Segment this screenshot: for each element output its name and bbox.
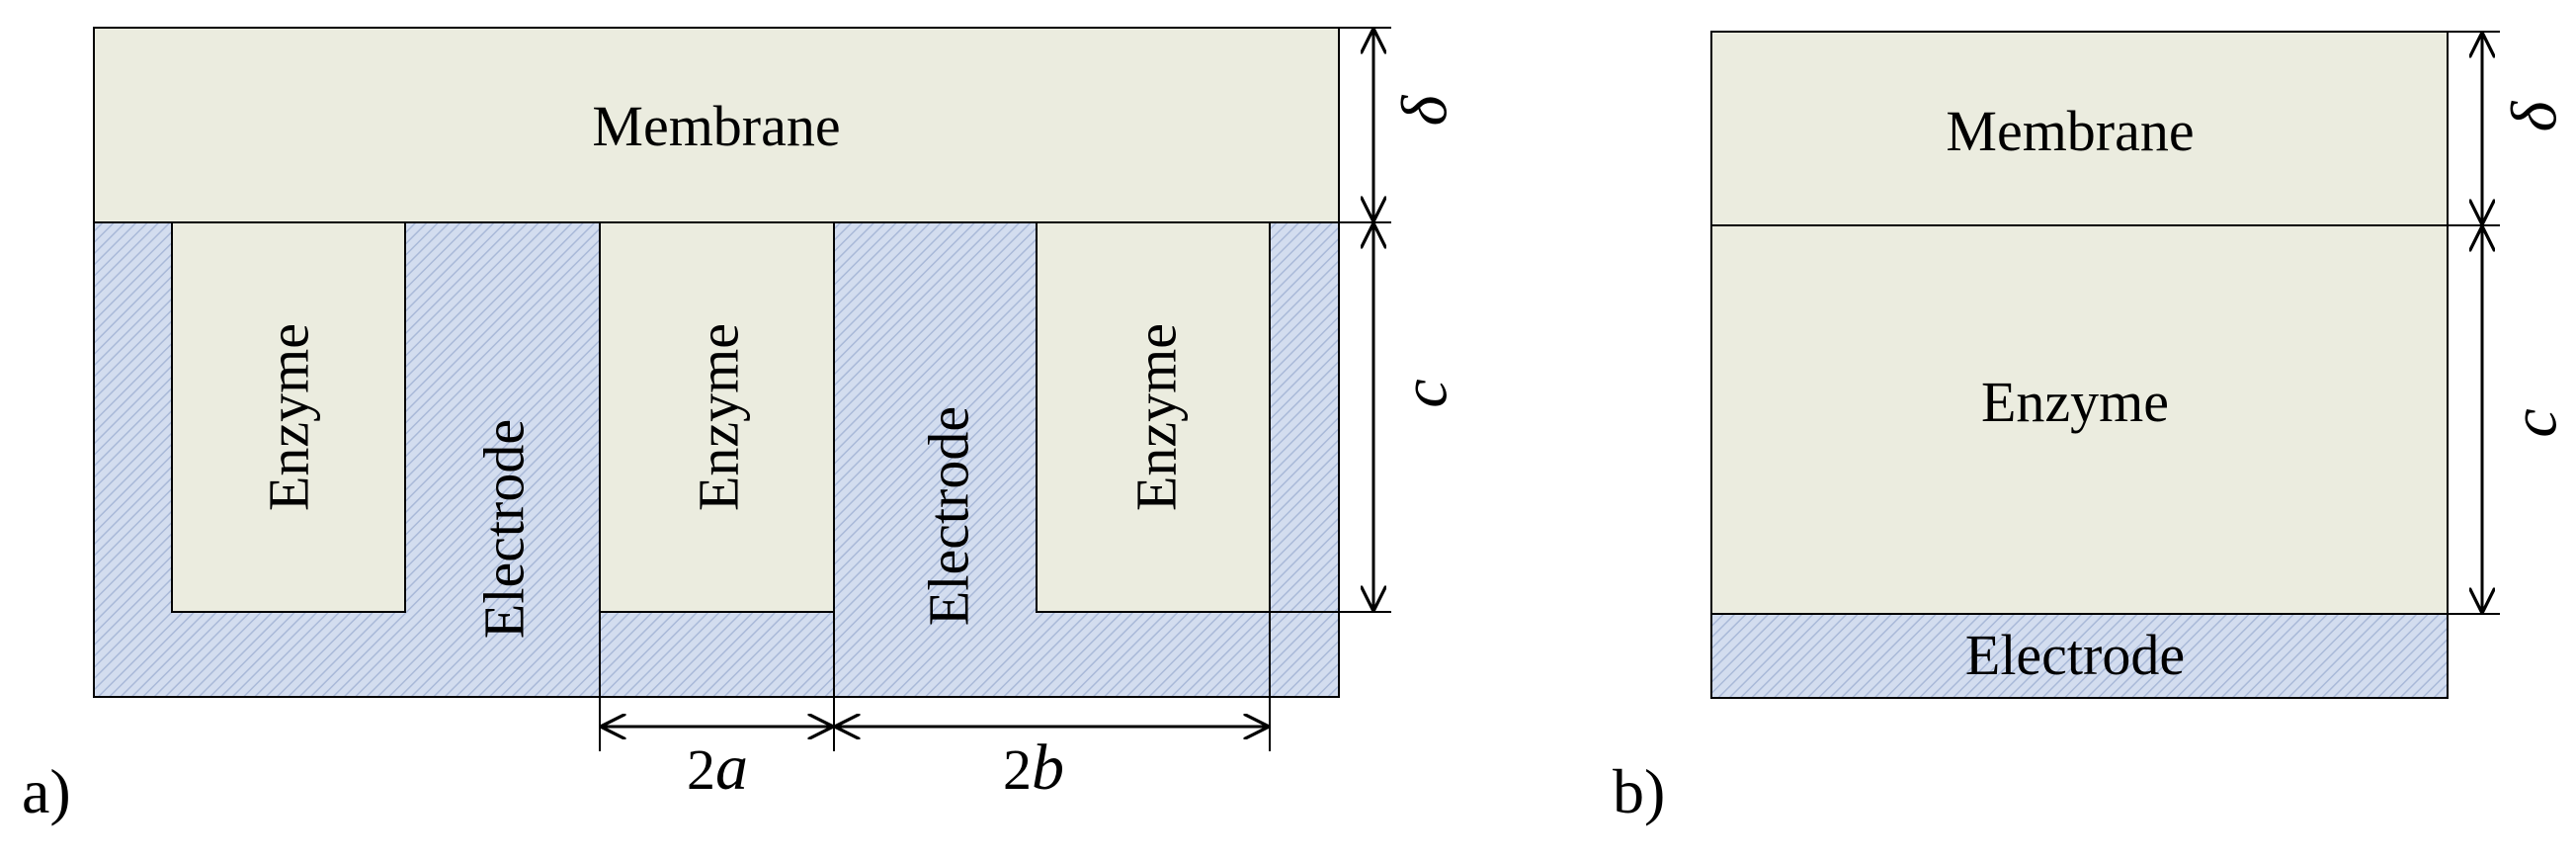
enzyme-label-1: Enzyme bbox=[257, 323, 321, 511]
c-label-b: c bbox=[2499, 408, 2571, 437]
electrode-label-b: Electrode bbox=[1965, 623, 2185, 687]
enzyme-region-1 bbox=[171, 221, 406, 613]
dim-2a-label: 2a bbox=[687, 732, 748, 804]
electrode-layer-b bbox=[1710, 613, 2449, 699]
enzyme-region-2 bbox=[599, 221, 835, 613]
membrane-label-b: Membrane bbox=[1946, 99, 2194, 163]
enzyme-label-2: Enzyme bbox=[687, 323, 751, 511]
enzyme-label-b: Enzyme bbox=[1981, 370, 2169, 434]
membrane-layer-b bbox=[1710, 31, 2449, 226]
panel-label-a: a) bbox=[22, 756, 71, 826]
enzyme-layer-b bbox=[1710, 224, 2449, 615]
membrane-layer-a bbox=[93, 27, 1340, 223]
electrode-label-2: Electrode bbox=[917, 406, 981, 626]
delta-label-b: δ bbox=[2499, 100, 2571, 131]
delta-label-a: δ bbox=[1389, 94, 1461, 126]
enzyme-region-3 bbox=[1036, 221, 1271, 613]
dim-2b-label: 2b bbox=[1003, 732, 1064, 804]
c-label-a: c bbox=[1389, 379, 1461, 407]
enzyme-label-3: Enzyme bbox=[1124, 323, 1189, 511]
electrode-label-1: Electrode bbox=[472, 419, 537, 639]
membrane-label-a: Membrane bbox=[592, 94, 840, 158]
panel-a: Membrane Enzyme Enzyme Enzyme Electrode … bbox=[22, 27, 1461, 826]
panel-b: Membrane Enzyme Electrode δ c b) bbox=[1613, 31, 2571, 826]
panel-label-b: b) bbox=[1613, 756, 1665, 826]
